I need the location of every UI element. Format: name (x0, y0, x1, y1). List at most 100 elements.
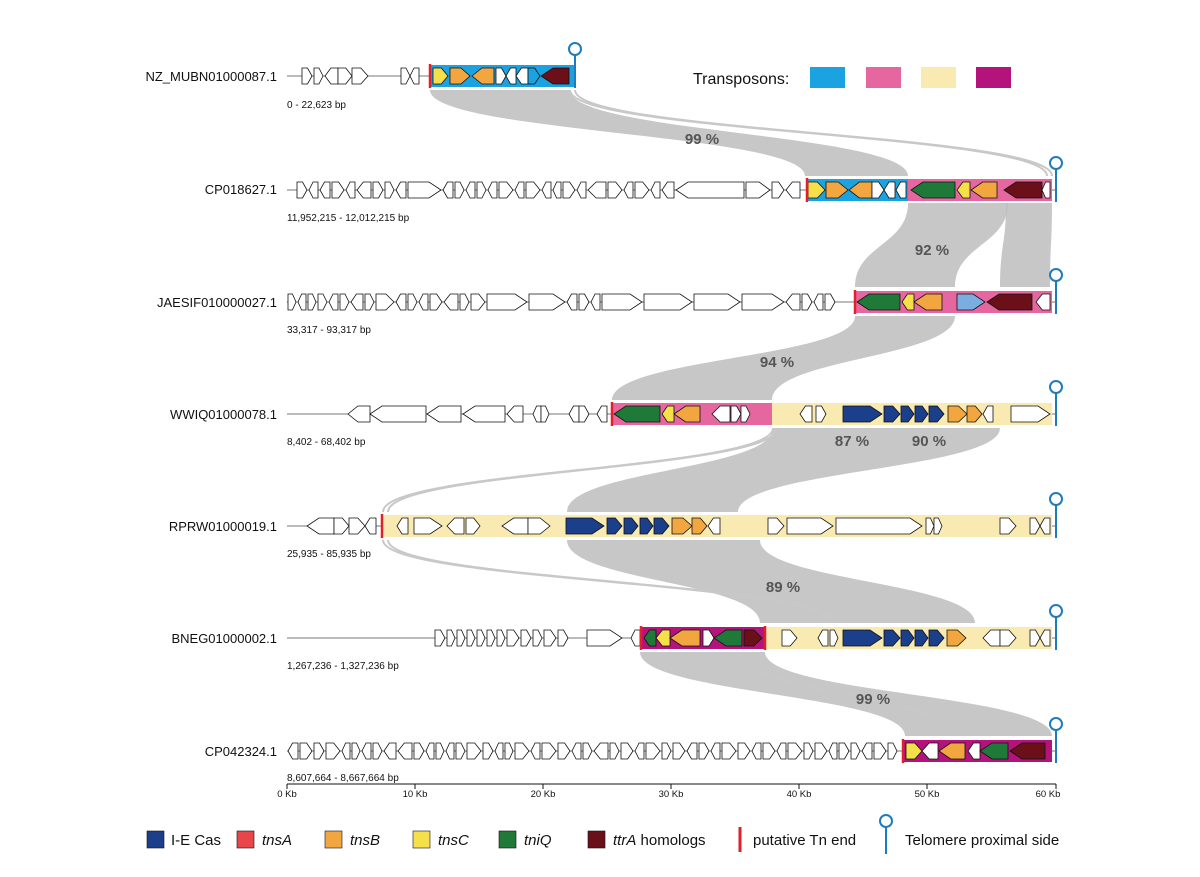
gene-arrow (606, 517, 623, 535)
gene-arrow (299, 742, 313, 760)
gene-arrow (446, 629, 456, 647)
gene-arrow (721, 742, 737, 760)
gene-legend: I-E Cas tnsA tnsB tnsC tniQ ttrA homolog… (146, 814, 1059, 854)
gene-arrow (933, 517, 943, 535)
gene-arrow (653, 517, 670, 535)
gene-arrow (838, 742, 850, 760)
gene-arrow (1029, 517, 1041, 535)
gene-arrow (672, 742, 686, 760)
range-label: 1,267,236 - 1,327,236 bp (287, 661, 399, 672)
gene-arrow (345, 181, 356, 199)
gene-arrow (741, 293, 785, 311)
gene-arrow (525, 181, 541, 199)
homology-band (612, 316, 955, 400)
gene-arrow (456, 629, 466, 647)
gene-arrow (494, 742, 504, 760)
gene-arrow (785, 181, 801, 199)
gene-arrow (351, 67, 369, 85)
gene-arrow (740, 405, 751, 423)
telomere-icon (568, 42, 582, 88)
legend-swatch-tniq (498, 830, 517, 849)
legend-label-ie-cas: I-E Cas (171, 832, 221, 849)
gene-arrow (383, 742, 397, 760)
gene-arrow (313, 742, 325, 760)
telomere-circle (1049, 717, 1063, 731)
gene-arrow (413, 517, 443, 535)
gene-arrow (824, 293, 836, 311)
gene-arrow (634, 181, 650, 199)
gene-arrow (568, 405, 580, 423)
telomere-circle (1049, 268, 1063, 282)
homology-thin-link (387, 427, 778, 513)
gene-arrow (698, 742, 710, 760)
legend-swatch-ie-cas (146, 830, 165, 849)
gene-arrow (476, 181, 487, 199)
homology-band (855, 203, 1008, 287)
gene-arrow (351, 742, 361, 760)
gene-arrow (613, 405, 661, 423)
gene-arrow (552, 181, 562, 199)
gene-arrow (443, 293, 459, 311)
gene-arrow (910, 181, 956, 199)
homology-links (382, 89, 1053, 737)
gene-arrow (900, 405, 915, 423)
gene-arrow (986, 293, 1033, 311)
legend-label-ttra-italic: ttrA (613, 832, 636, 849)
gene-arrow (707, 517, 721, 535)
gene-arrow (856, 293, 901, 311)
homology-thin-link (569, 89, 1048, 177)
gene-arrow (675, 181, 745, 199)
telomere-circle (1049, 156, 1063, 170)
gene-arrow (711, 405, 731, 423)
legend-label-ttra: ttrA homologs (613, 832, 706, 849)
gene-arrow (361, 742, 372, 760)
gene-arrow (504, 742, 514, 760)
identity-labels: 99 % 92 % 94 % 87 % 90 % 89 % 99 % (685, 131, 949, 708)
gene-arrow (661, 181, 675, 199)
gene-arrow (693, 293, 741, 311)
transposon-swatch-magenta (976, 67, 1011, 88)
gene-arrow (407, 181, 442, 199)
gene-arrow (341, 742, 351, 760)
gene-arrow (887, 742, 898, 760)
gene-arrow (442, 181, 454, 199)
gene-arrow (506, 629, 520, 647)
gene-arrow (801, 293, 813, 311)
legend-swatch-ttra (587, 830, 606, 849)
gene-arrow (482, 742, 494, 760)
gene-arrow (745, 181, 771, 199)
gene-arrow (947, 405, 968, 423)
gene-arrow (466, 629, 476, 647)
gene-arrow (661, 405, 675, 423)
range-label: 0 - 22,623 bp (287, 100, 346, 111)
gene-arrow (596, 405, 608, 423)
gene-arrow (1003, 181, 1043, 199)
gene-arrow (409, 67, 420, 85)
gene-arrow (895, 181, 907, 199)
gene-arrow (565, 517, 605, 535)
gene-arrow (459, 293, 470, 311)
gene-arrow (369, 405, 427, 423)
accession-label: NZ_MUBN01000087.1 (145, 69, 277, 84)
gene-arrow (601, 293, 643, 311)
gene-arrow (587, 181, 607, 199)
gene-arrow (527, 517, 551, 535)
gene-arrow (429, 293, 443, 311)
tick-label: 0 Kb (277, 789, 297, 800)
gene-arrow (803, 742, 814, 760)
genome-track (287, 42, 582, 88)
telomere-circle (1049, 380, 1063, 394)
gene-arrow (532, 629, 543, 647)
gene-arrow (620, 742, 634, 760)
gene-arrow (397, 742, 413, 760)
genome-track (287, 380, 1063, 426)
gene-arrow (643, 293, 693, 311)
gene-arrow (471, 67, 495, 85)
gene-arrow (609, 742, 620, 760)
identity-label: 92 % (915, 242, 949, 259)
gene-arrow (999, 629, 1017, 647)
gene-arrow (396, 517, 409, 535)
gene-arrow (466, 742, 482, 760)
gene-arrow (586, 629, 623, 647)
